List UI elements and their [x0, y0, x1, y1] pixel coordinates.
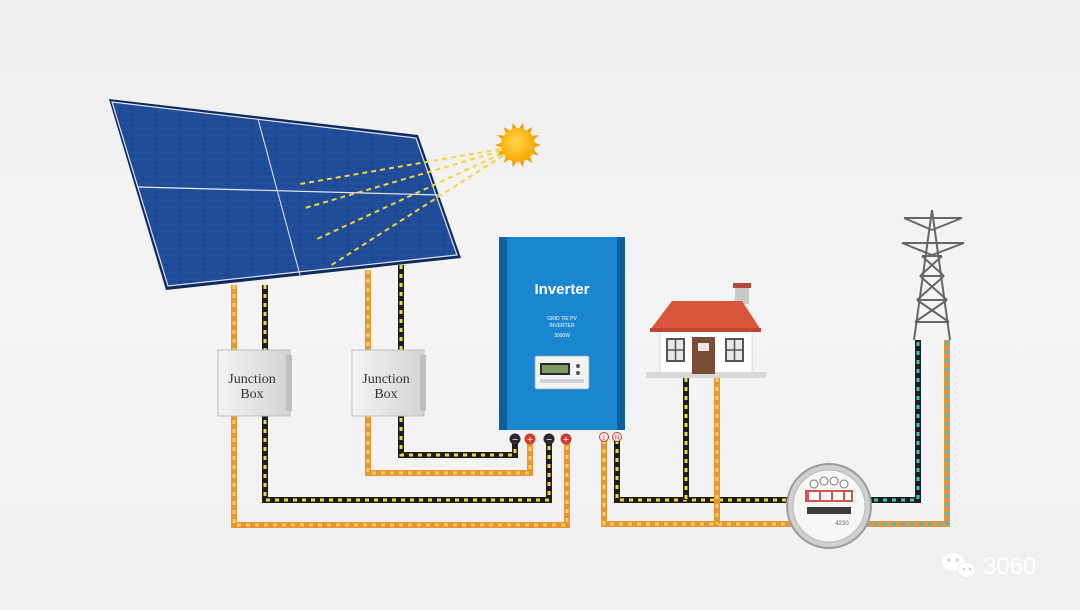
- wire-ac-line: [601, 440, 795, 527]
- solar-panel: [109, 99, 461, 290]
- house-icon: [646, 283, 766, 378]
- sun-spike: [519, 160, 524, 168]
- sun-spike: [512, 122, 517, 130]
- junction-box-1-label-line1: Junction: [228, 372, 275, 387]
- wire-grid-2: [865, 340, 950, 527]
- sun-spike: [526, 156, 533, 163]
- sun-icon: [495, 122, 541, 168]
- sun-spike: [497, 150, 504, 155]
- terminal-pos-label-b: +: [563, 435, 570, 444]
- sun-spike: [526, 127, 533, 134]
- terminal-neg-label-b: −: [546, 435, 553, 444]
- sun-spike: [532, 150, 539, 155]
- terminal-neg-label: −: [512, 435, 519, 444]
- inverter-subtitle2: INVERTER: [549, 323, 575, 329]
- watermark-text: 3060: [983, 553, 1036, 580]
- inverter-display: [534, 355, 590, 390]
- terminal-N-label: N: [615, 436, 619, 442]
- inverter: Inverter GRID TIE PV INVERTER 3000W − + …: [499, 237, 625, 445]
- sun-spike: [532, 135, 539, 140]
- electric-meter: 4230: [786, 463, 872, 549]
- sun-spike: [495, 142, 502, 148]
- wire-grid-1: [865, 340, 921, 503]
- sun-spike: [503, 156, 510, 163]
- terminal-panel1-positive-b: +: [560, 433, 572, 445]
- watermark: 3060: [942, 553, 1036, 580]
- junction-box-2-label-line2: Box: [374, 387, 397, 402]
- terminal-panel1-negative: −: [509, 433, 521, 445]
- wechat-icon: [942, 553, 977, 578]
- junction-box-2: Junction Box: [351, 349, 426, 417]
- terminal-panel2-positive: +: [524, 433, 536, 445]
- inverter-title: Inverter: [534, 281, 589, 298]
- terminal-ac-neutral: N: [612, 432, 622, 442]
- terminal-L-label: L: [602, 436, 606, 442]
- sun-spike: [503, 127, 510, 134]
- meter-reading: 4230: [835, 521, 849, 527]
- sun-spike: [512, 160, 517, 168]
- junction-box-1-label-line2: Box: [240, 387, 263, 402]
- wire-ac-neutral: [614, 440, 795, 503]
- sun-rays: [299, 145, 519, 267]
- sun-spike: [534, 142, 541, 148]
- inverter-subtitle3: 3000W: [554, 333, 570, 339]
- inverter-subtitle1: GRID TIE PV: [547, 316, 577, 322]
- meter-dials: [809, 476, 849, 489]
- terminal-pos-label: +: [527, 435, 534, 444]
- junction-box-1: Junction Box: [217, 349, 292, 417]
- junction-box-2-label-line1: Junction: [362, 372, 409, 387]
- terminal-panel1-negative-b: −: [543, 433, 555, 445]
- terminal-ac-line: L: [599, 432, 609, 442]
- sun-spike: [497, 135, 504, 140]
- sun-spike: [519, 122, 524, 130]
- power-pylon-icon: [901, 209, 965, 341]
